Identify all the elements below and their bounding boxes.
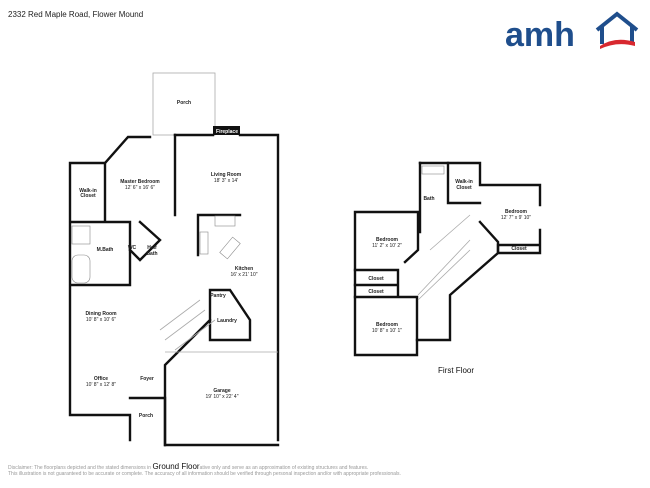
- room-label: Dining Room: [85, 311, 117, 317]
- room-dims: 10' 8" x 10' 6": [86, 317, 116, 323]
- room-label: Master Bedroom: [120, 179, 160, 185]
- room-dims: 11' 2" x 10' 2": [372, 243, 402, 249]
- disclaimer-text: Disclaimer: The floorplans depicted and …: [8, 465, 152, 471]
- property-address: 2332 Red Maple Road, Flower Mound: [8, 10, 144, 19]
- room-label: Bedroom: [376, 322, 399, 328]
- room-label: Closet: [456, 185, 472, 191]
- room-label: Kitchen: [235, 266, 253, 272]
- room-label: Porch: [177, 100, 191, 106]
- room-label: Garage: [213, 388, 230, 394]
- room-dims: 19' 10" x 22' 4": [206, 394, 239, 400]
- room-dims: 18' 3" x 14': [214, 178, 238, 184]
- room-label: Bath: [146, 251, 157, 257]
- room-label: Office: [94, 376, 108, 382]
- disclaimer-line-2: This illustration is not guaranteed to b…: [8, 471, 401, 477]
- bathtub: [421, 165, 445, 175]
- kitchen-island: [219, 236, 241, 260]
- sink: [214, 215, 236, 227]
- room-label: Bath: [423, 196, 434, 202]
- room-dims: 12' 6" x 16' 6": [125, 185, 155, 191]
- room-label: Closet: [368, 289, 384, 295]
- room-dims: 10' 8" x 12' 8": [86, 382, 116, 388]
- room-label: Laundry: [217, 318, 237, 324]
- room-label: Porch: [139, 413, 153, 419]
- room-label: Foyer: [140, 376, 154, 382]
- room-label: Half: [147, 245, 157, 251]
- disclaimer-line-1: Disclaimer: The floorplans depicted and …: [8, 462, 368, 471]
- room-label: WC: [128, 245, 137, 251]
- room-dims: 12' 7" x 9' 10": [501, 215, 531, 221]
- room-label: M.Bath: [97, 247, 114, 253]
- room-label: Living Room: [211, 172, 242, 178]
- room-label: Closet: [511, 246, 527, 252]
- room-label: Bedroom: [376, 237, 399, 243]
- svg-text:amh: amh: [505, 16, 575, 53]
- ground-floor-label: Ground Floor: [152, 462, 200, 471]
- room-dims: 16' x 21' 10": [230, 272, 257, 278]
- room-label: Walk-in: [455, 179, 473, 185]
- fireplace: [213, 126, 240, 135]
- room-label: Walk-in: [79, 188, 97, 194]
- bathtub: [71, 254, 91, 284]
- first-floor-label: First Floor: [438, 366, 474, 375]
- room-label: Closet: [80, 193, 96, 199]
- ground-floor-plan: [68, 72, 280, 447]
- stove: [199, 231, 209, 255]
- room-label: Closet: [368, 276, 384, 282]
- room-label: Fireplace: [216, 129, 238, 135]
- first-floor-plan: [353, 161, 542, 357]
- room-label: Pantry: [210, 293, 226, 299]
- room-dims: 10' 8" x 10' 1": [372, 328, 402, 334]
- room-label: Bedroom: [505, 209, 528, 215]
- shower: [71, 225, 91, 245]
- amh-logo: amh: [505, 11, 639, 53]
- disclaimer-text: ative only and serve as an approximation…: [199, 465, 369, 471]
